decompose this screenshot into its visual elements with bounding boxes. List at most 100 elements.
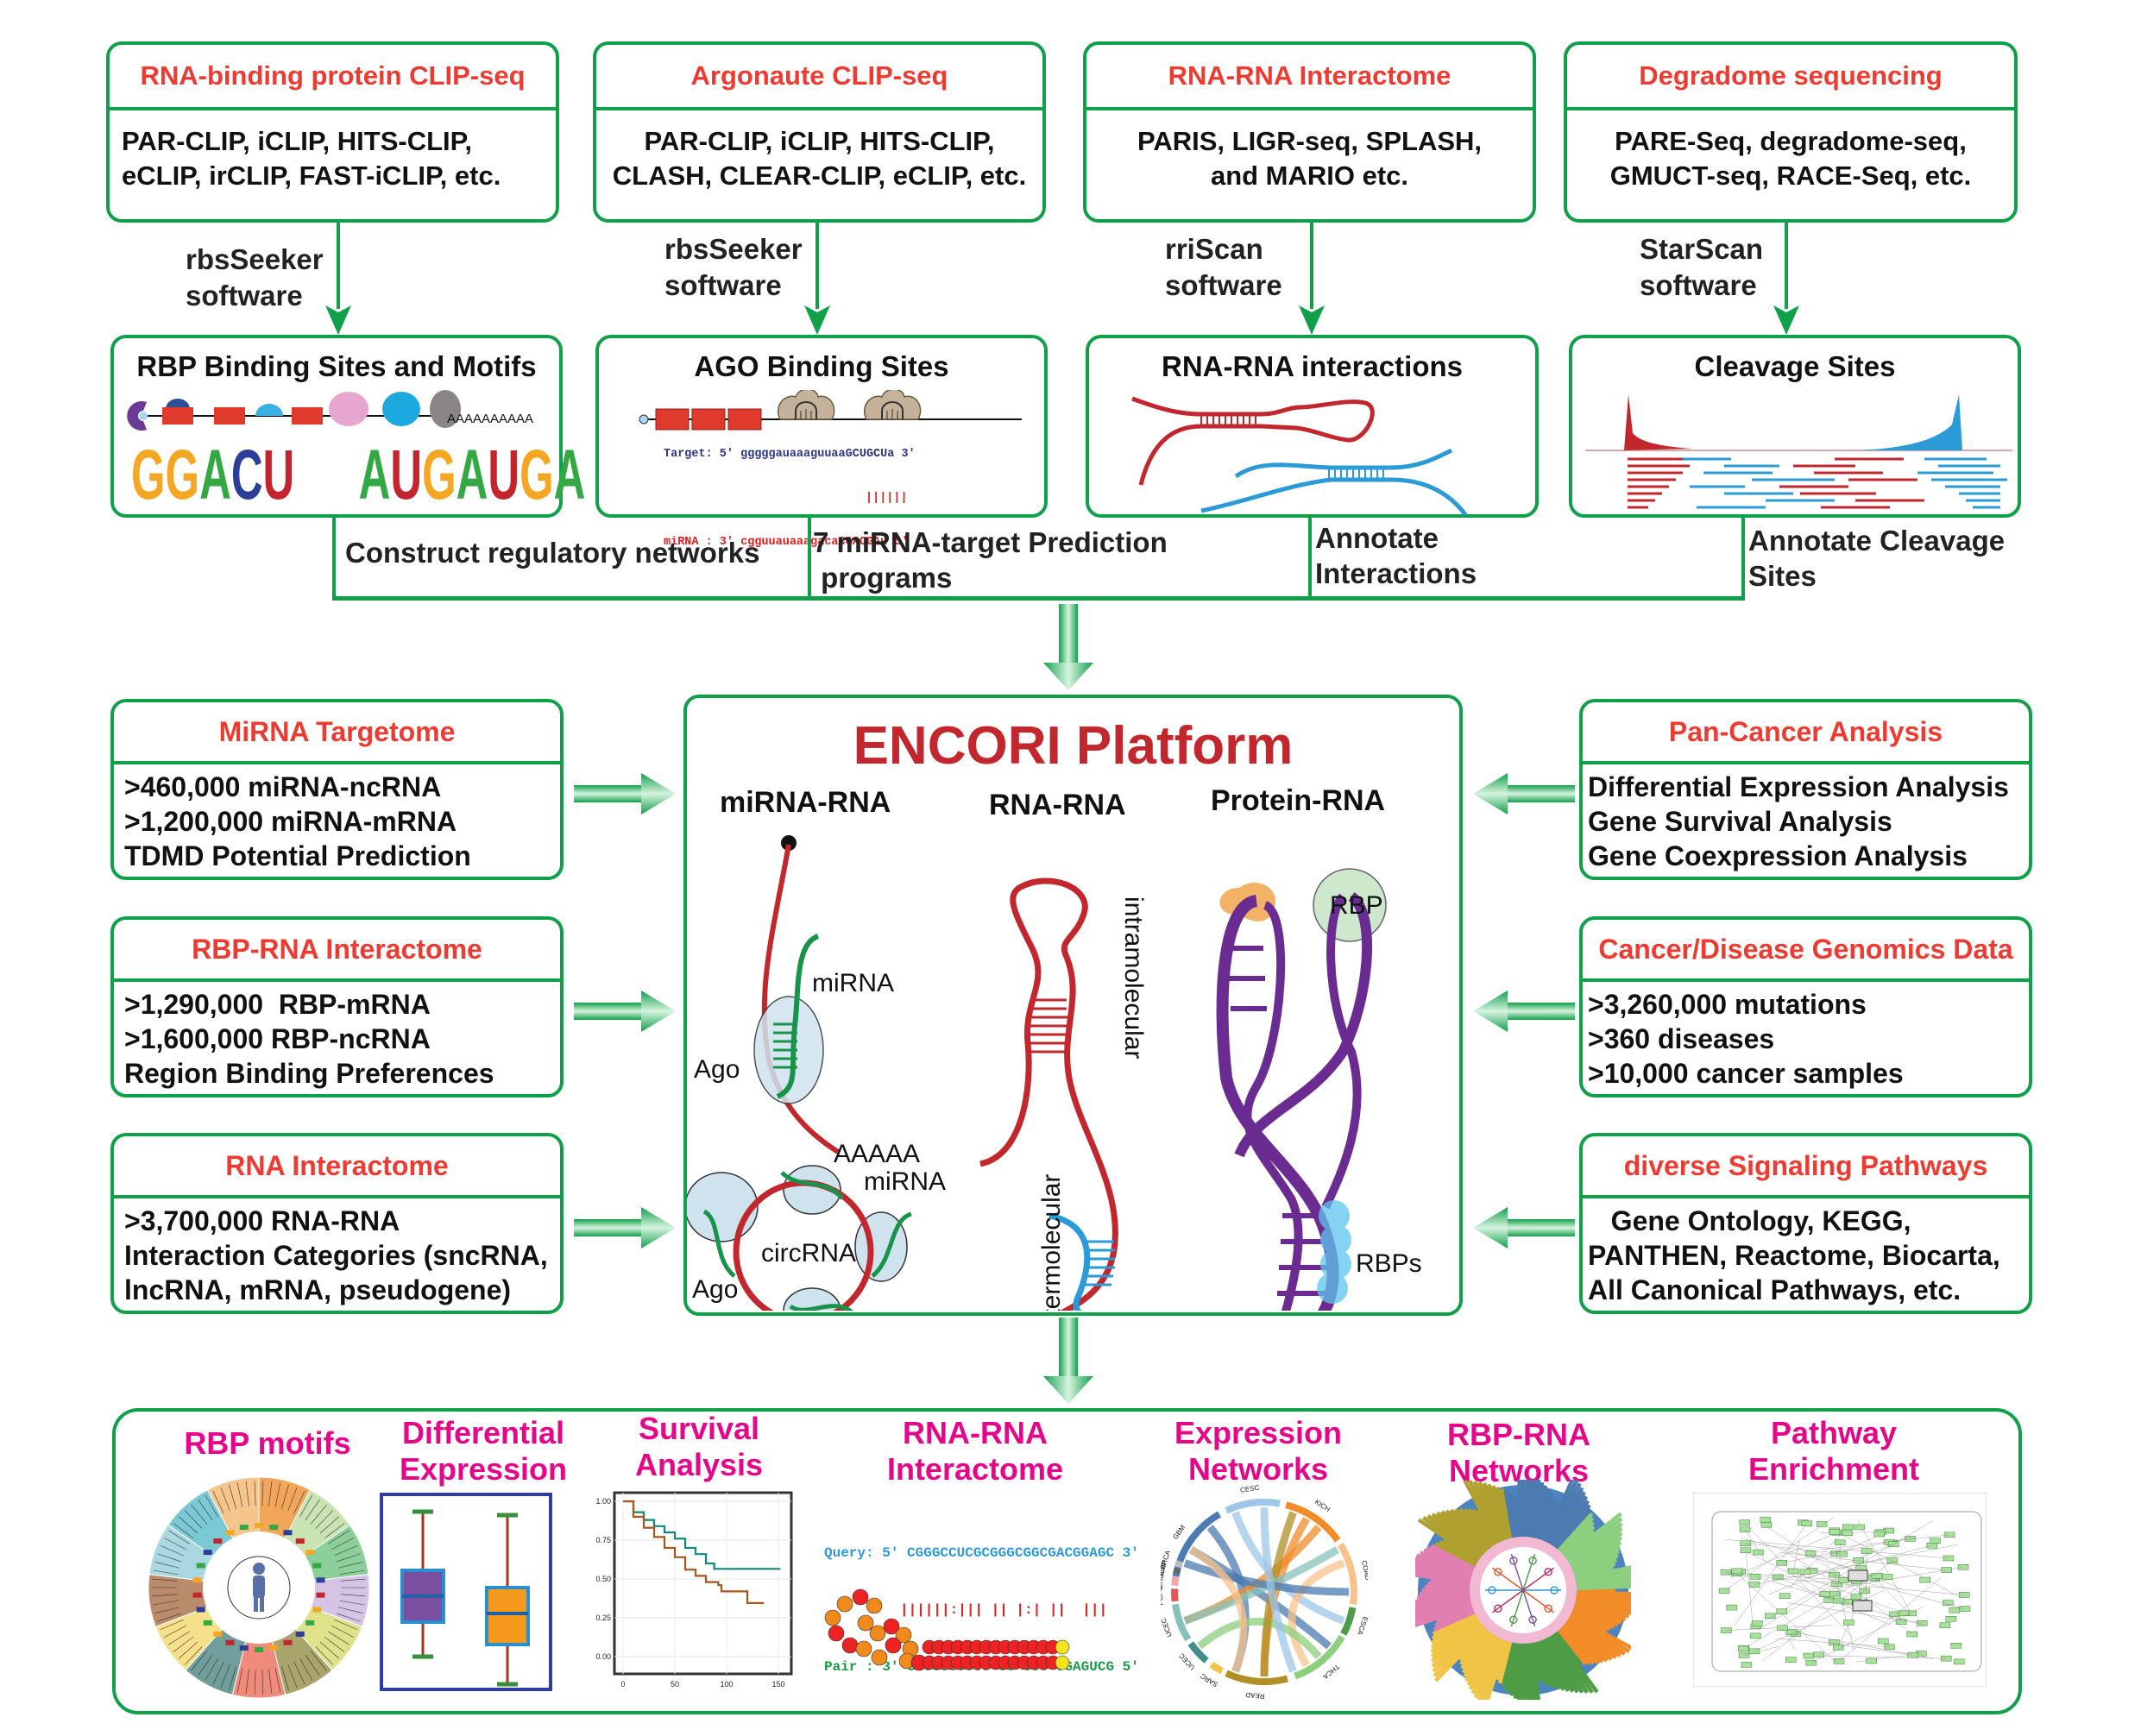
feature-line: >460,000 miRNA-ncRNA <box>124 771 442 802</box>
arrow-right-icon <box>574 773 676 815</box>
feature-box-title: Cancer/Disease Genomics Data <box>1583 920 2029 982</box>
right-feature-box: Cancer/Disease Genomics Data>3,260,000 m… <box>1579 916 2032 1098</box>
output-title-rbp-motifs: RBP motifs <box>184 1425 351 1461</box>
connector-divider <box>808 518 811 601</box>
feature-box-lines: >3,260,000 mutations>360 diseases>10,000… <box>1583 987 2029 1091</box>
method-box-title: RNA-RNA Interactome <box>1086 45 1533 110</box>
chord-label: GBM <box>1171 1524 1187 1541</box>
result-box-rbp-clip-seq: RBP Binding Sites and Motifs AAAAAAAAAA … <box>110 335 585 518</box>
feature-box-lines: Gene Ontology, KEGG,PANTHEN, Reactome, B… <box>1583 1204 2029 1307</box>
differential-expression-boxplot <box>380 1493 552 1691</box>
arrow-down-icon <box>1299 305 1325 335</box>
arrow-right-icon <box>574 991 676 1032</box>
feature-box-title: Pan-Cancer Analysis <box>1583 702 2029 764</box>
y-tick-label: 1.00 <box>595 1497 611 1506</box>
result-box-argonaute-clip-seq: AGO Binding Sites Target: 5' gggggauaaag… <box>595 335 1048 549</box>
feature-line: >1,200,000 miRNA-mRNA <box>124 806 457 837</box>
chord-label: CESC <box>1240 1484 1260 1494</box>
motif-letter: A <box>199 436 231 514</box>
technique-line: PAR-CLIP, iCLIP, HITS-CLIP, <box>644 126 995 156</box>
arrow-down-icon <box>325 305 351 335</box>
pathway-enrichment-map <box>1693 1493 1987 1687</box>
cleavage-sites-figure <box>1572 390 2018 515</box>
technique-line: PARIS, LIGR-seq, SPLASH, <box>1137 126 1483 156</box>
motif-letter: A <box>553 436 586 514</box>
feature-line: Gene Ontology, KEGG, <box>1588 1205 1911 1236</box>
left-feature-box: MiRNA Targetome>460,000 miRNA-ncRNA>1,20… <box>110 699 564 880</box>
svg-text:miRNA: miRNA <box>864 1167 946 1196</box>
boxplot-group-2 <box>485 1513 530 1687</box>
flow-arrow-line <box>1785 223 1788 309</box>
svg-text:AAAAA: AAAAA <box>834 1140 920 1168</box>
chord-label: BRCA <box>1161 1549 1172 1570</box>
feature-box-title: RBP-RNA Interactome <box>114 920 560 982</box>
ago-alignment: Target: 5' gggggauaaaguuaaGCUGCUa 3' |||… <box>664 447 916 550</box>
feature-line: >360 diseases <box>1588 1023 1775 1054</box>
chord-label: CHOL <box>1161 1569 1166 1589</box>
feature-line: Differential Expression Analysis <box>1588 771 2009 802</box>
motif-letter: A <box>456 436 488 514</box>
software-label-line: rbsSeeker <box>664 233 803 265</box>
motif-letter: G <box>165 436 200 514</box>
boxplot-group-1 <box>400 1509 445 1659</box>
connector-label-networks: Construct regulatory networks <box>345 537 760 569</box>
rna-rna-interaction-figure <box>1089 390 1535 521</box>
chord-label: READ <box>1245 1691 1265 1701</box>
ago-binding-figure: Target: 5' gggggauaaaguuaaGCUGCUa 3' |||… <box>599 388 1044 549</box>
feature-box-title: RNA Interactome <box>114 1136 560 1198</box>
feature-line: >10,000 cancer samples <box>1588 1058 1904 1089</box>
svg-text:intramolecular: intramolecular <box>1119 896 1148 1059</box>
motif-letter: G <box>422 436 457 514</box>
method-box-techniques: PAR-CLIP, iCLIP, HITS-CLIP, CLASH, CLEAR-… <box>596 124 1042 193</box>
technique-line: PARE-Seq, degradome-seq, <box>1615 126 1967 156</box>
platform-col-rna-rna: RNA-RNA <box>989 789 1126 821</box>
software-label-line: software <box>1640 269 1757 301</box>
svg-text:RBPs: RBPs <box>1356 1249 1422 1278</box>
feature-line: >3,700,000 RNA-RNA <box>124 1205 400 1236</box>
survival-curve-group-1 <box>623 1500 781 1570</box>
technique-line: GMUCT-seq, RACE-Seq, etc. <box>1609 160 1972 191</box>
method-box-title: Argonaute CLIP-seq <box>596 45 1042 110</box>
connector-label-mirna-prediction: 7 miRNA-target Prediction programs <box>813 526 1168 594</box>
feature-line: Gene Survival Analysis <box>1588 806 1892 837</box>
technique-line: CLASH, CLEAR-CLIP, eCLIP, etc. <box>612 160 1027 191</box>
result-box-rna-rna-interactome: RNA-RNA interactions <box>1086 335 1539 521</box>
arrow-down-icon <box>804 305 830 335</box>
connector-divider <box>1308 518 1312 601</box>
method-box-techniques: PARE-Seq, degradome-seq, GMUCT-seq, RACE-… <box>1567 124 2014 193</box>
technique-line: and MARIO etc. <box>1210 160 1409 191</box>
ago-ribosome-icon <box>864 388 922 420</box>
y-tick-label: 0.75 <box>595 1536 611 1544</box>
ago-ribosome-icon <box>778 388 835 420</box>
svg-text:circRNA: circRNA <box>761 1239 856 1267</box>
x-tick-label: 50 <box>671 1680 679 1689</box>
arrow-down-icon <box>1773 305 1799 335</box>
chord-label: KICH <box>1313 1498 1332 1513</box>
feature-line: All Canonical Pathways, etc. <box>1588 1274 1962 1305</box>
technique-line: PAR-CLIP, iCLIP, HITS-CLIP, <box>122 126 472 156</box>
platform-col-mirna-rna: miRNA-RNA <box>720 786 891 819</box>
flow-arrow-line <box>1310 223 1313 309</box>
result-box-degradome-sequencing: Cleavage Sites <box>1569 335 2021 518</box>
platform-col-protein-rna: Protein-RNA <box>1211 784 1386 817</box>
chord-label: PCPG <box>1161 1586 1164 1606</box>
method-box-title: Degradome sequencing <box>1567 45 2014 110</box>
method-box-techniques: PAR-CLIP, iCLIP, HITS-CLIP,eCLIP, irCLIP… <box>110 124 556 193</box>
survival-curve-group-2 <box>623 1500 765 1604</box>
feature-line: lncRNA, mRNA, pseudogene) <box>124 1274 512 1305</box>
arrow-left-icon <box>1473 1207 1575 1249</box>
